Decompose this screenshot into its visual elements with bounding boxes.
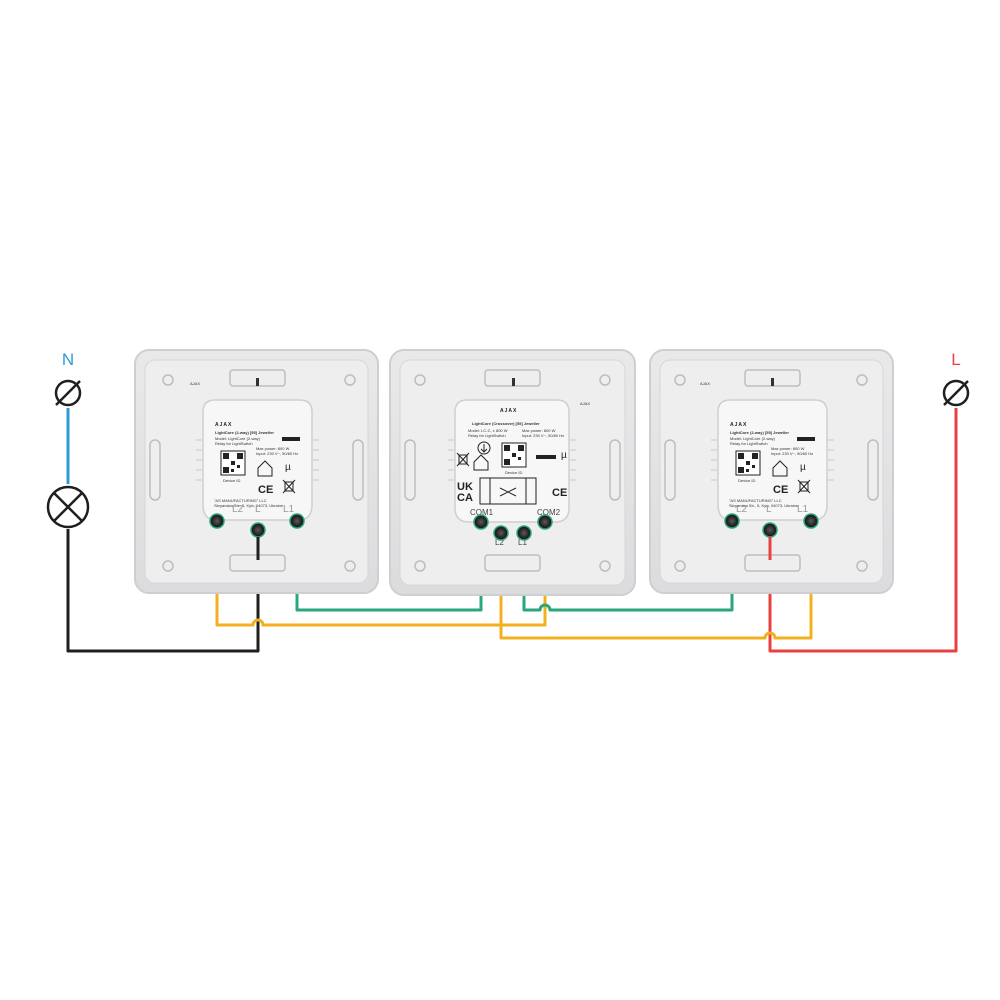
device-left-model: Model: LightCore (2-way) [215, 436, 261, 441]
device-right-power: Max power: 800 W [771, 446, 805, 451]
device-right-device-id: Device ID [738, 478, 755, 483]
device-middle-input: Input: 230 V~, 50/60 Hz [522, 433, 564, 438]
micro-icon: µ [561, 450, 567, 461]
device-right-address: Skryanska Str., 5, Kyiv, 04073, Ukraine [729, 503, 799, 508]
ce-mark-icon: CE [258, 484, 273, 496]
device-right-title: LightCore (2-way) [55] Jeweller [730, 430, 789, 435]
device-left-device-id: Device ID [223, 478, 240, 483]
device-middle-terminal-label: COM1 [470, 508, 494, 517]
qr-code-icon [220, 450, 246, 476]
device-middle-relay: Relay for LightSwitch [468, 433, 506, 438]
device-left-terminal-label: L1 [283, 504, 295, 515]
device-left-brand: AJAX [215, 422, 232, 428]
device-middle-power: Max power: 800 W [522, 428, 556, 433]
yellow-wire-left [215, 521, 547, 627]
home-icon [257, 460, 273, 477]
device-middle-terminal-label: L1 [518, 538, 527, 547]
device-middle-terminal-label: L2 [495, 538, 504, 547]
neutral-label: N [62, 350, 74, 369]
micro-icon: µ [285, 462, 291, 473]
device-left-title: LightCore (2-way) [55] Jeweller [215, 430, 274, 435]
yellow-wire-right [499, 521, 813, 640]
green-wire-right [522, 521, 734, 612]
device-left-terminal-label: L2 [232, 504, 244, 515]
bin-icon [456, 452, 470, 467]
ce-mark-icon: CE [773, 484, 788, 496]
switch-schematic-icon [479, 477, 537, 505]
terminal-screw [473, 514, 553, 541]
device-middle-title: LightCore (Crossover) [55] Jeweller [472, 421, 540, 426]
ce-mark-icon: CE [552, 487, 567, 499]
neutral-terminal: N [54, 350, 82, 407]
terminal-screw [724, 513, 819, 538]
qr-code-icon [735, 450, 761, 476]
device-right-input: Input: 230 V~, 50/60 Hz [771, 451, 813, 456]
device-left-input: Input: 230 V~, 50/60 Hz [256, 451, 298, 456]
device-left-terminal-label: L [255, 504, 261, 515]
device-left-relay: Relay for LightSwitch [215, 441, 253, 446]
home-icon [772, 460, 788, 477]
device-right-brand: AJAX [730, 422, 747, 428]
arrow-down-icon [477, 441, 491, 455]
device-middle-device-id: Device ID [505, 470, 522, 475]
device-right-terminal-label: L2 [736, 504, 748, 515]
device-right-terminal-label: L1 [797, 504, 809, 515]
device-left-power: Max power: 800 W [256, 446, 290, 451]
line-terminal: L [942, 350, 970, 407]
frame-brand: AJAX [580, 401, 590, 406]
device-right-relay: Relay for LightSwitch [730, 441, 768, 446]
device-middle-terminal-label: COM2 [537, 508, 561, 517]
device-right: AJAX AJAX LightCore (2-way) [55] Jewelle… [649, 349, 894, 594]
frame-brand: AJAX [190, 381, 200, 386]
lamp-icon [46, 485, 90, 529]
home-icon [473, 454, 489, 471]
ukca-mark: CA [457, 492, 473, 504]
line-label: L [951, 350, 960, 369]
device-right-model: Model: LightCore (2-way) [730, 436, 776, 441]
device-middle-brand: AJAX [500, 408, 517, 414]
device-middle: AJAX AJAX LightCore (Crossover) [55] Jew… [389, 349, 636, 596]
device-left-manufacturer: "AS MANUFACTURING" LLC [214, 498, 267, 503]
device-right-terminal-label: L [766, 504, 772, 515]
bin-icon [797, 479, 811, 494]
bin-icon [282, 479, 296, 494]
qr-code-icon [501, 442, 527, 468]
device-right-manufacturer: "AS MANUFACTURING" LLC [729, 498, 782, 503]
terminal-screw [209, 513, 305, 538]
device-left-address: Skryanska Str., 5, Kyiv, 04073, Ukraine [214, 503, 284, 508]
ukca-mark: UK [457, 481, 473, 493]
frame-brand: AJAX [700, 381, 710, 386]
micro-icon: µ [800, 462, 806, 473]
device-middle-model: Model: LC-C, ± 800 W [468, 428, 508, 433]
device-left: AJAX AJAX LightCore (2-way) [55] Jewelle… [134, 349, 379, 594]
